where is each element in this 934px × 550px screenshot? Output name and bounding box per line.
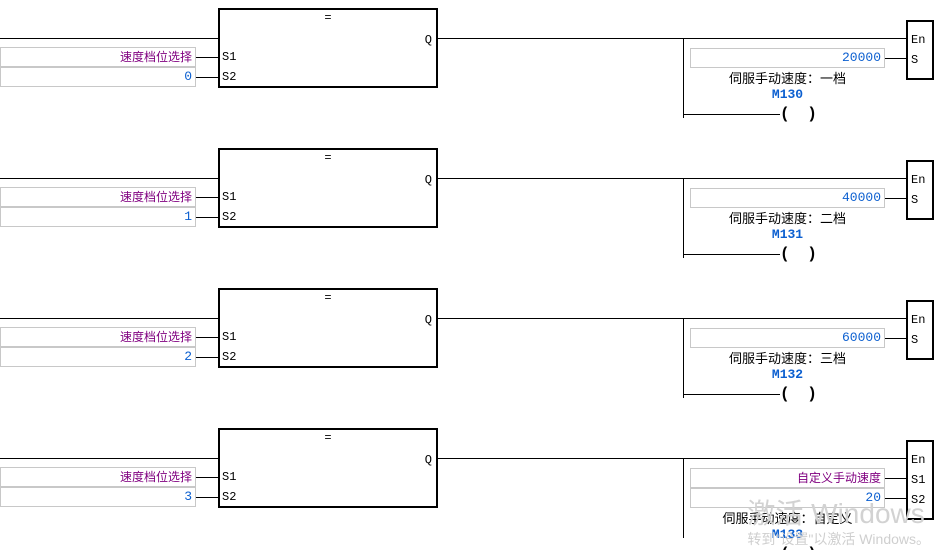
compare-block-rung-3[interactable]: =Q: [218, 288, 438, 368]
compare-operator: =: [324, 151, 332, 165]
compare-operator: =: [324, 431, 332, 445]
compare-operand-s2-rung-4[interactable]: 3: [0, 487, 196, 507]
output-operand-s-rung-2[interactable]: 40000: [690, 188, 885, 208]
compare-terminal-s1-rung-1: S1: [222, 50, 237, 64]
operand-stub-rung-4-1: [196, 497, 218, 498]
operand-stub-rung-1-1: [196, 77, 218, 78]
output-terminal-en-rung-3: En: [911, 313, 926, 327]
output-operand-s1-rung-4[interactable]: 自定义手动速度: [690, 468, 885, 488]
branch-drop-rung-3: [683, 318, 684, 398]
coil-address-rung-3: M132: [771, 367, 804, 382]
compare-terminal-s2-rung-2: S2: [222, 210, 237, 224]
output-operand-s2-rung-4[interactable]: 20: [690, 488, 885, 508]
compare-terminal-s2-rung-1: S2: [222, 70, 237, 84]
coil-rung-2[interactable]: ( ): [780, 245, 821, 263]
coil-address-rung-2: M131: [771, 227, 804, 242]
compare-block-rung-1[interactable]: =Q: [218, 8, 438, 88]
compare-block-rung-4[interactable]: =Q: [218, 428, 438, 508]
operand-stub-rung-4-0: [196, 477, 218, 478]
output-stub-rung-1-0: [885, 58, 906, 59]
compare-block-rung-2[interactable]: =Q: [218, 148, 438, 228]
coil-rung-4[interactable]: ( ): [780, 546, 821, 550]
q-output-wire-rung-3: [438, 318, 906, 319]
coil-comment-rung-2: 伺服手动速度：二档: [728, 211, 846, 226]
coil-rung-3[interactable]: ( ): [780, 385, 821, 403]
coil-address-rung-4: M133: [771, 527, 804, 542]
compare-terminal-s1-rung-4: S1: [222, 470, 237, 484]
compare-output-terminal: Q: [424, 313, 432, 327]
output-terminal-s-rung-3: S: [911, 333, 919, 347]
compare-operator: =: [324, 11, 332, 25]
compare-output-terminal: Q: [424, 453, 432, 467]
compare-operand-s1-rung-2[interactable]: 速度档位选择: [0, 187, 196, 207]
power-rail-rung-2: [0, 178, 218, 179]
power-rail-rung-4: [0, 458, 218, 459]
coil-wire-rung-3: [683, 394, 780, 395]
output-operand-s-rung-1[interactable]: 20000: [690, 48, 885, 68]
coil-address-rung-1: M130: [771, 87, 804, 102]
branch-drop-rung-4: [683, 458, 684, 538]
operand-stub-rung-2-0: [196, 197, 218, 198]
output-terminal-s-rung-2: S: [911, 193, 919, 207]
compare-operand-s2-rung-1[interactable]: 0: [0, 67, 196, 87]
coil-comment-rung-3: 伺服手动速度：三档: [728, 351, 846, 366]
power-rail-rung-1: [0, 38, 218, 39]
compare-operator: =: [324, 291, 332, 305]
output-terminal-s2-rung-4: S2: [911, 493, 926, 507]
coil-rung-1[interactable]: ( ): [780, 105, 821, 123]
output-stub-rung-4-1: [885, 498, 906, 499]
compare-terminal-s1-rung-2: S1: [222, 190, 237, 204]
output-terminal-en-rung-2: En: [911, 173, 926, 187]
compare-terminal-s1-rung-3: S1: [222, 330, 237, 344]
branch-drop-rung-2: [683, 178, 684, 258]
output-stub-rung-4-0: [885, 478, 906, 479]
compare-output-terminal: Q: [424, 173, 432, 187]
coil-wire-rung-2: [683, 254, 780, 255]
output-terminal-en-rung-1: En: [911, 33, 926, 47]
compare-terminal-s2-rung-4: S2: [222, 490, 237, 504]
compare-operand-s1-rung-1[interactable]: 速度档位选择: [0, 47, 196, 67]
q-output-wire-rung-4: [438, 458, 906, 459]
coil-comment-rung-4: 伺服手动速度：自定义: [722, 511, 853, 526]
compare-operand-s1-rung-4[interactable]: 速度档位选择: [0, 467, 196, 487]
compare-output-terminal: Q: [424, 33, 432, 47]
compare-terminal-s2-rung-3: S2: [222, 350, 237, 364]
output-stub-rung-3-0: [885, 338, 906, 339]
branch-drop-rung-1: [683, 38, 684, 118]
operand-stub-rung-3-0: [196, 337, 218, 338]
operand-stub-rung-3-1: [196, 357, 218, 358]
output-stub-rung-2-0: [885, 198, 906, 199]
output-terminal-s-rung-1: S: [911, 53, 919, 67]
q-output-wire-rung-1: [438, 38, 906, 39]
coil-wire-rung-1: [683, 114, 780, 115]
output-terminal-en-rung-4: En: [911, 453, 926, 467]
output-terminal-s1-rung-4: S1: [911, 473, 926, 487]
power-rail-rung-3: [0, 318, 218, 319]
compare-operand-s2-rung-2[interactable]: 1: [0, 207, 196, 227]
operand-stub-rung-2-1: [196, 217, 218, 218]
output-operand-s-rung-3[interactable]: 60000: [690, 328, 885, 348]
coil-comment-rung-1: 伺服手动速度：一档: [728, 71, 846, 86]
operand-stub-rung-1-0: [196, 57, 218, 58]
compare-operand-s1-rung-3[interactable]: 速度档位选择: [0, 327, 196, 347]
q-output-wire-rung-2: [438, 178, 906, 179]
compare-operand-s2-rung-3[interactable]: 2: [0, 347, 196, 367]
